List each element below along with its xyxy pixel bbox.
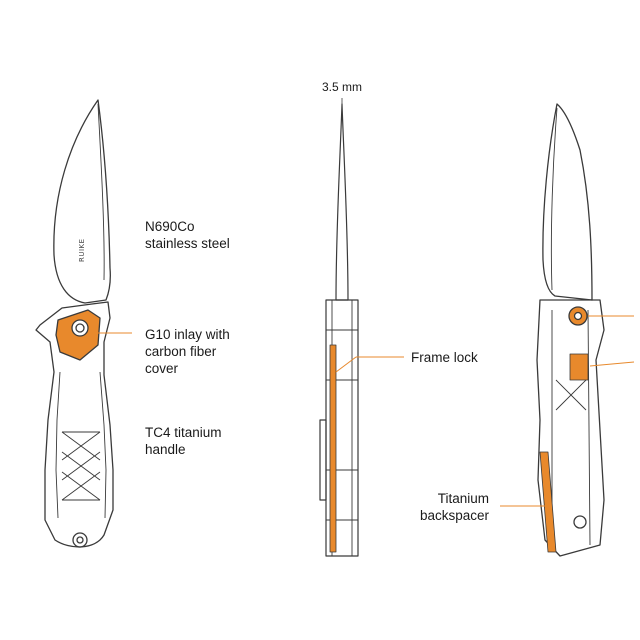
inlay-label: G10 inlay with carbon fiber cover bbox=[145, 327, 230, 376]
thickness-label: 3.5 mm bbox=[322, 80, 363, 94]
back-handle-outline bbox=[536, 299, 605, 557]
brand-logo: RUIKE bbox=[78, 238, 86, 262]
knife-spine-view bbox=[319, 98, 359, 557]
lock-insert bbox=[569, 353, 589, 381]
lanyard-screw bbox=[72, 532, 88, 548]
frame-lock-stripe bbox=[329, 344, 337, 553]
blade-outline bbox=[53, 99, 112, 304]
lock-insert-leader bbox=[589, 361, 635, 367]
blade-steel-label: N690Co stainless steel bbox=[145, 219, 230, 251]
back-blade-outline bbox=[542, 103, 593, 301]
knife-back-view bbox=[536, 103, 605, 557]
knife-side-view: RUIKE bbox=[35, 99, 114, 548]
pocket-clip bbox=[319, 419, 327, 501]
frame-lock-label: Frame lock bbox=[411, 350, 478, 365]
pivot-screw bbox=[71, 319, 89, 337]
backspacer bbox=[539, 451, 557, 553]
backspacer-label: Titanium backspacer bbox=[420, 491, 490, 523]
handle-texture bbox=[61, 431, 101, 501]
blade-grind-line bbox=[97, 103, 105, 281]
spine-blade bbox=[335, 103, 349, 301]
frame-lock-leader bbox=[335, 356, 357, 373]
handle-outline bbox=[35, 301, 114, 548]
handle-label: TC4 titanium handle bbox=[145, 425, 222, 457]
